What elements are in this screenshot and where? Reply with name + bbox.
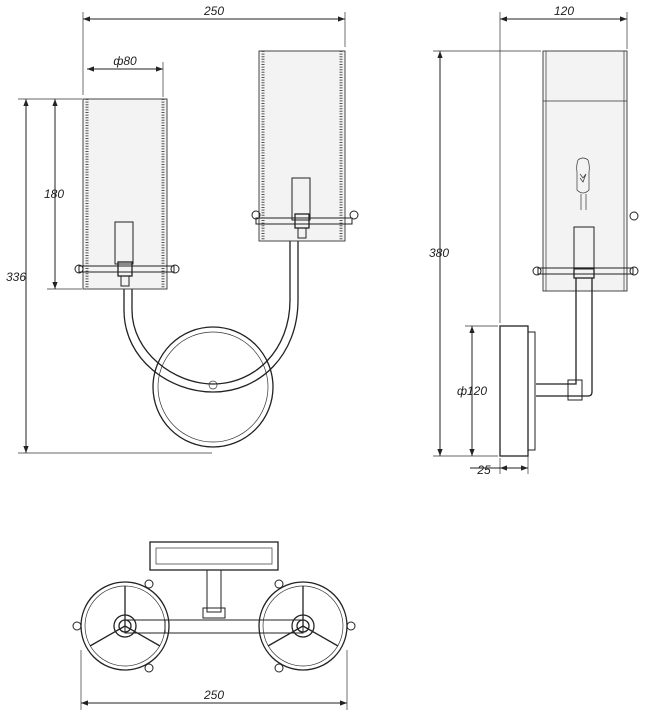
side-backplate bbox=[499, 325, 529, 457]
front-view: 250 ф80 180 336 bbox=[6, 4, 359, 454]
front-right-shade bbox=[251, 50, 359, 242]
front-backplate bbox=[152, 326, 274, 448]
side-total-height-dimension: 380 bbox=[429, 246, 449, 260]
front-arm bbox=[123, 235, 299, 393]
top-left-shade bbox=[72, 579, 170, 673]
top-view: 250 bbox=[72, 541, 356, 710]
front-left-shade bbox=[74, 98, 180, 290]
side-backplate-thickness-dimension: 25 bbox=[476, 463, 491, 477]
front-mount-screw bbox=[208, 380, 218, 390]
side-shade bbox=[532, 50, 639, 292]
front-shade-height-dimension: 180 bbox=[44, 187, 64, 201]
bulb-icon bbox=[576, 157, 590, 194]
front-width-dimension: 250 bbox=[203, 4, 224, 18]
top-backplate bbox=[149, 541, 279, 571]
side-arm bbox=[536, 278, 593, 397]
front-total-height-dimension: 336 bbox=[6, 270, 26, 284]
side-depth-dimension: 120 bbox=[554, 4, 574, 18]
front-shade-diameter-dimension: ф80 bbox=[113, 54, 137, 68]
top-width-dimension: 250 bbox=[203, 688, 224, 702]
side-backplate-diameter-dimension: ф120 bbox=[457, 384, 487, 398]
side-view: 120 380 ф120 25 bbox=[429, 4, 639, 477]
top-right-shade bbox=[258, 579, 356, 673]
top-arm bbox=[124, 619, 304, 634]
